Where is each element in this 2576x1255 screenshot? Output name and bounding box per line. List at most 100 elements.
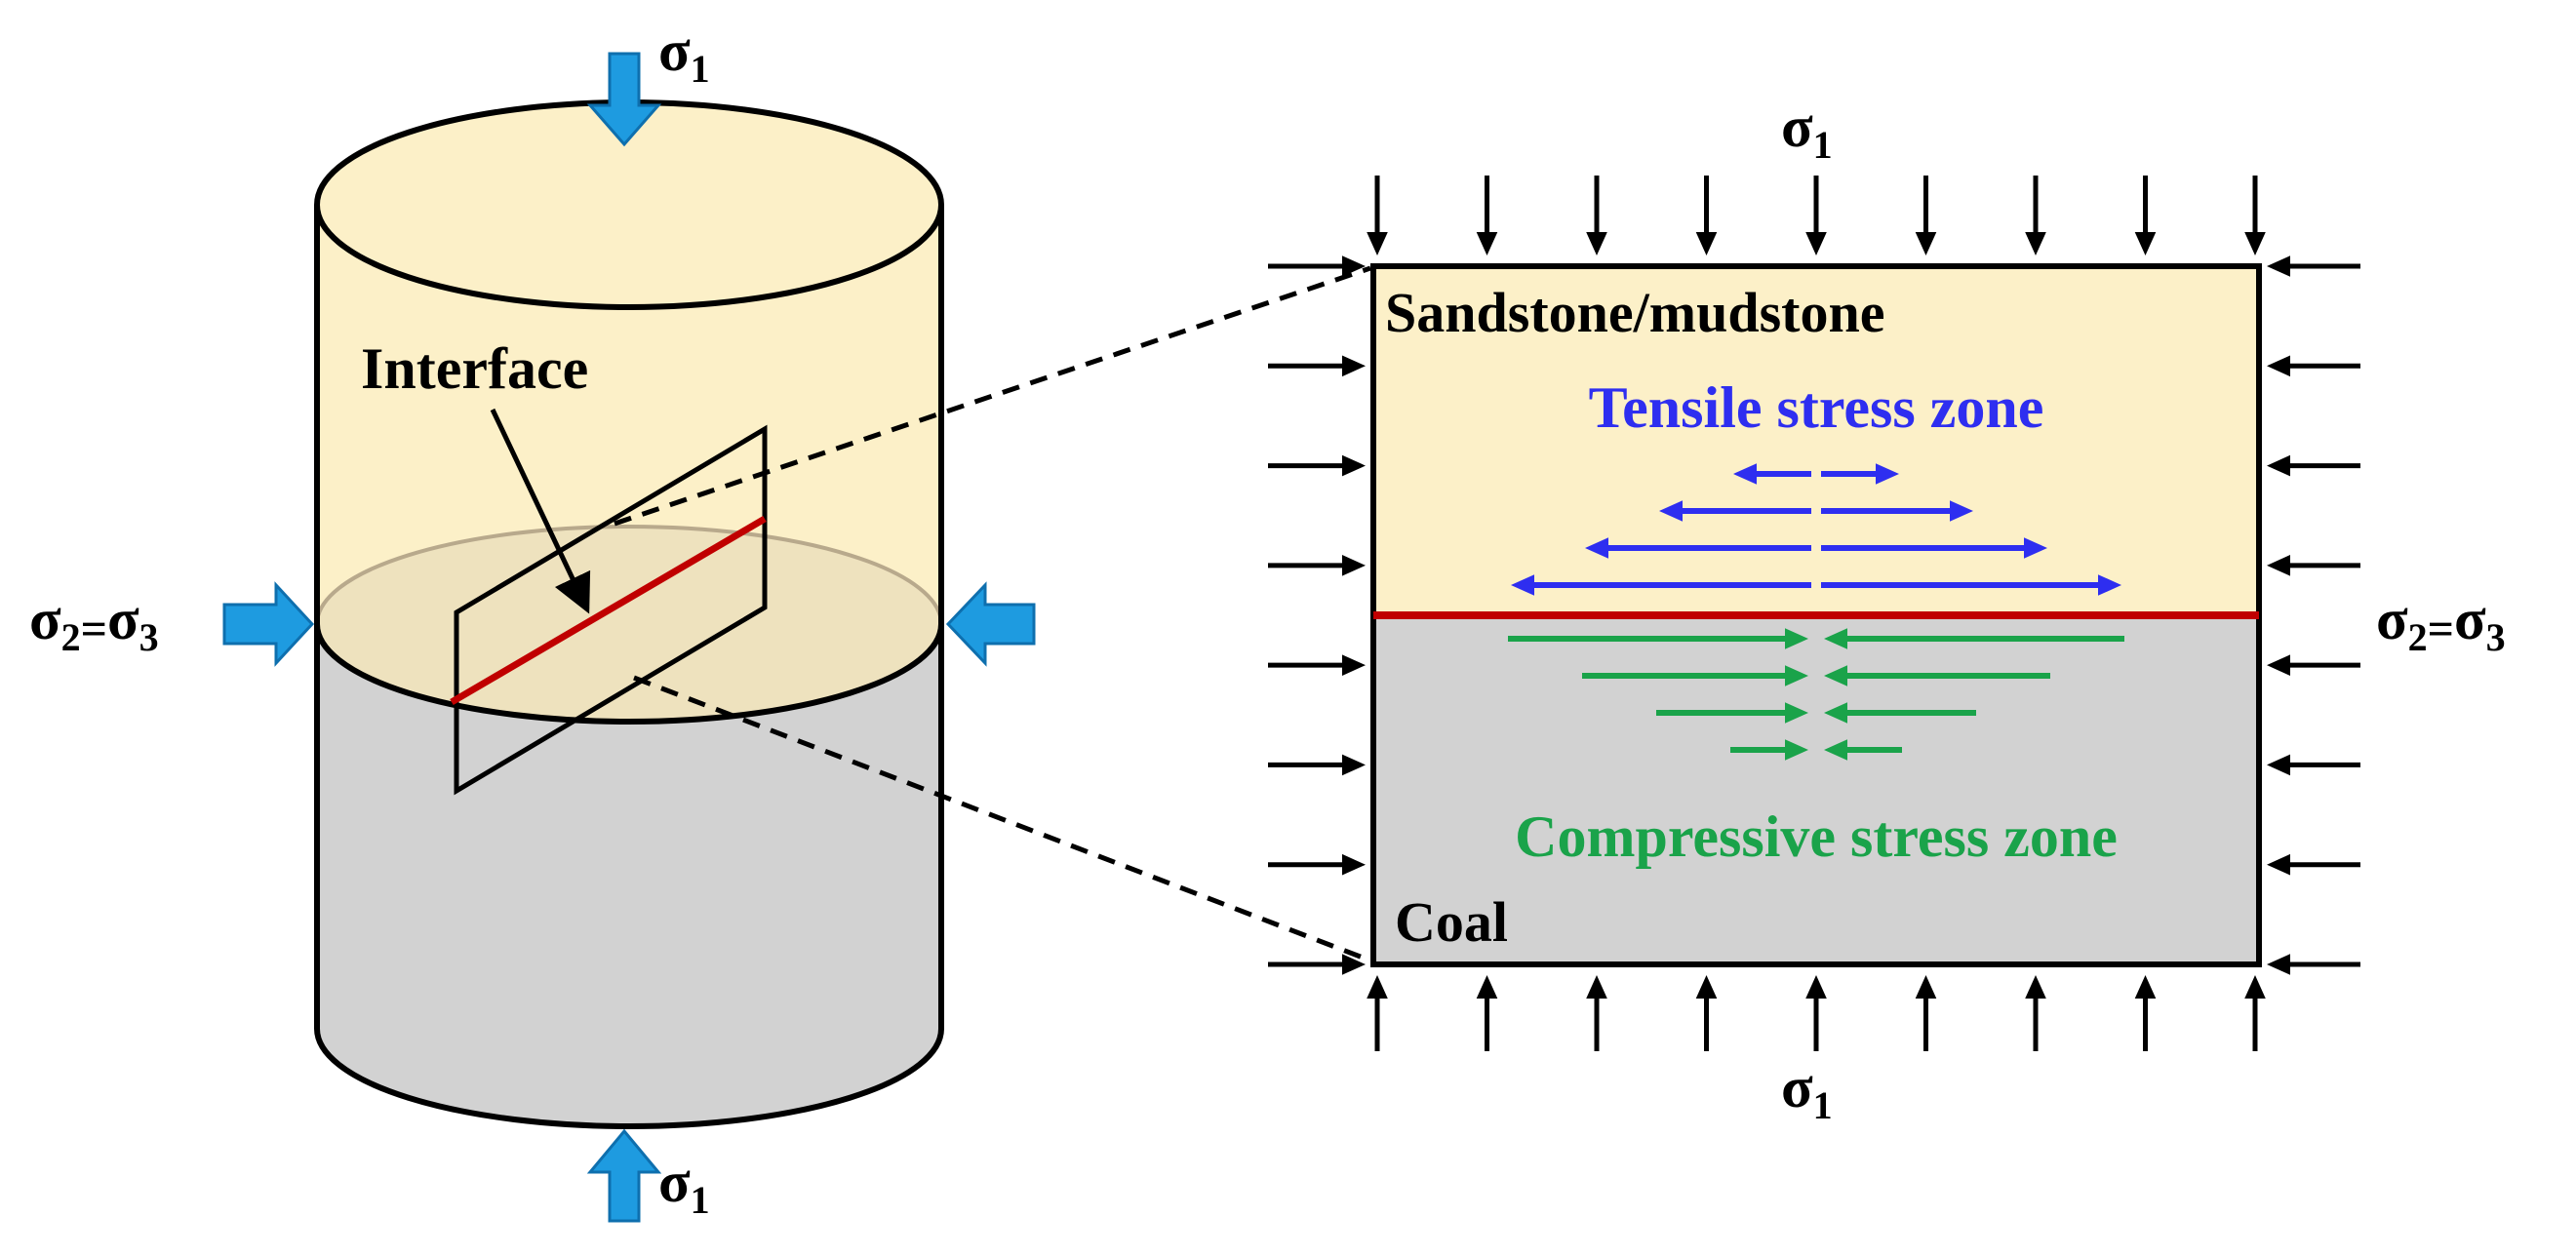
compressive-arrow-left-head (1785, 739, 1808, 761)
right-load-arrow-head (2267, 255, 2290, 277)
left-load-arrow-head (1342, 654, 1366, 676)
bottom-load-arrow-head (1476, 975, 1498, 999)
bottom-load-arrow (1915, 975, 1937, 1051)
section-rock-layer (1373, 266, 2259, 615)
tensile-arrow-right (1821, 463, 1899, 485)
bottom-load-arrow (2244, 975, 2266, 1051)
top-load-arrow (2134, 176, 2157, 255)
section-plane (454, 424, 768, 796)
sigma1-label-section-bottom: σ1 (1781, 1055, 1833, 1127)
tensile-zone-label: Tensile stress zone (1589, 375, 2044, 440)
sigma1-label-bottom: σ1 (658, 1150, 710, 1222)
top-load-arrow-head (1695, 232, 1718, 255)
tensile-arrow-right (1821, 574, 2121, 596)
left-load-arrow (1268, 355, 1366, 377)
tensile-arrow-right (1821, 537, 2047, 559)
tensile-arrow-left-head (1585, 537, 1608, 559)
tensile-stress-arrows (1511, 463, 2121, 596)
tensile-arrow-left (1733, 463, 1811, 485)
upper-layer-label: Sandstone/mudstone (1385, 281, 1884, 344)
left-load-arrow-head (1342, 853, 1366, 876)
bottom-load-arrow (1805, 975, 1827, 1051)
compressive-arrow-left-head (1785, 702, 1808, 724)
bottom-load-arrow-head (2134, 975, 2157, 999)
compressive-arrow-right (1824, 739, 1902, 761)
compressive-arrow-right-head (1824, 739, 1847, 761)
cylinder-specimen: Interface (314, 99, 944, 1129)
cylinder-stress-labels: σ1 σ1 σ2=σ3 (29, 19, 710, 1222)
right-load-arrow-head (2267, 454, 2290, 477)
left-load-arrow (1268, 255, 1366, 277)
right-load-arrow-head (2267, 853, 2290, 876)
bottom-load-arrow (1586, 975, 1607, 1051)
left-load-arrow (1268, 853, 1366, 876)
right-load-arrow-head (2267, 954, 2290, 975)
right-load-arrow (2267, 954, 2360, 975)
compressive-arrow-left-head (1785, 665, 1808, 686)
boundary-load-arrows (1268, 176, 2360, 1051)
bottom-load-arrow-head (1915, 975, 1937, 999)
compressive-arrow-left (1582, 665, 1808, 686)
tensile-arrow-right-head (1876, 463, 1899, 485)
tensile-arrow-left (1659, 500, 1811, 522)
top-load-arrow (2244, 176, 2266, 255)
left-load-arrow (1268, 754, 1366, 776)
bottom-load-arrow-head (1586, 975, 1607, 999)
section-coal-layer (1373, 615, 2259, 964)
right-load-arrow (2267, 654, 2360, 676)
tensile-arrow-left-head (1733, 463, 1757, 485)
bottom-load-arrow (2025, 975, 2046, 1051)
top-load-arrow-head (1476, 232, 1498, 255)
top-load-arrow-head (2244, 232, 2266, 255)
left-load-arrow (1268, 654, 1366, 676)
left-load-arrow-head (1342, 454, 1366, 477)
left-load-arrow-head (1342, 954, 1366, 975)
left-load-arrow-head (1342, 355, 1366, 377)
tensile-arrow-left (1511, 574, 1811, 596)
compressive-arrow-left (1656, 702, 1808, 724)
compressive-arrow-left-head (1785, 628, 1808, 649)
bottom-load-arrow-head (1367, 975, 1388, 999)
sigma23-label-right: σ2=σ3 (2376, 587, 2506, 659)
load-arrow-left (222, 581, 315, 667)
cylinder-interface-front-edge (314, 623, 944, 725)
lower-layer-label: Coal (1395, 890, 1508, 954)
cylinder-bottom-edge (314, 1028, 944, 1129)
tensile-arrow-right-head (1950, 500, 1973, 522)
top-load-arrow-head (1805, 232, 1827, 255)
section-interface-line (450, 515, 767, 706)
sigma23-label-left: σ2=σ3 (29, 587, 159, 659)
tensile-arrow-left (1585, 537, 1811, 559)
right-load-arrow (2267, 754, 2360, 776)
zoom-line-upper (614, 265, 1371, 527)
bottom-load-arrow-head (1695, 975, 1718, 999)
right-load-arrow-head (2267, 555, 2290, 576)
load-arrow-right (945, 581, 1036, 667)
load-arrow-top (586, 52, 662, 147)
top-load-arrow (1367, 176, 1388, 255)
right-load-arrow (2267, 355, 2360, 377)
load-arrow-bottom (586, 1128, 662, 1223)
right-load-arrow-head (2267, 355, 2290, 377)
left-load-arrow (1268, 454, 1366, 477)
top-load-arrow-head (2025, 232, 2046, 255)
compressive-arrow-right-head (1824, 628, 1847, 649)
left-load-arrow-head (1342, 754, 1366, 776)
tensile-arrow-right (1821, 500, 1973, 522)
bottom-load-arrow (1367, 975, 1388, 1051)
top-load-arrow-head (2134, 232, 2157, 255)
compressive-zone-label: Compressive stress zone (1515, 804, 2118, 869)
compressive-arrow-right-head (1824, 702, 1847, 724)
top-load-arrow (1586, 176, 1607, 255)
tensile-arrow-left-head (1659, 500, 1683, 522)
interface-label: Interface (361, 336, 588, 401)
top-load-arrow (1805, 176, 1827, 255)
top-load-arrow-head (1915, 232, 1937, 255)
top-load-arrow (1915, 176, 1937, 255)
bottom-load-arrow-head (1805, 975, 1827, 999)
top-load-arrow (1695, 176, 1718, 255)
compressive-arrow-left (1508, 628, 1808, 649)
bottom-load-arrow (1695, 975, 1718, 1051)
